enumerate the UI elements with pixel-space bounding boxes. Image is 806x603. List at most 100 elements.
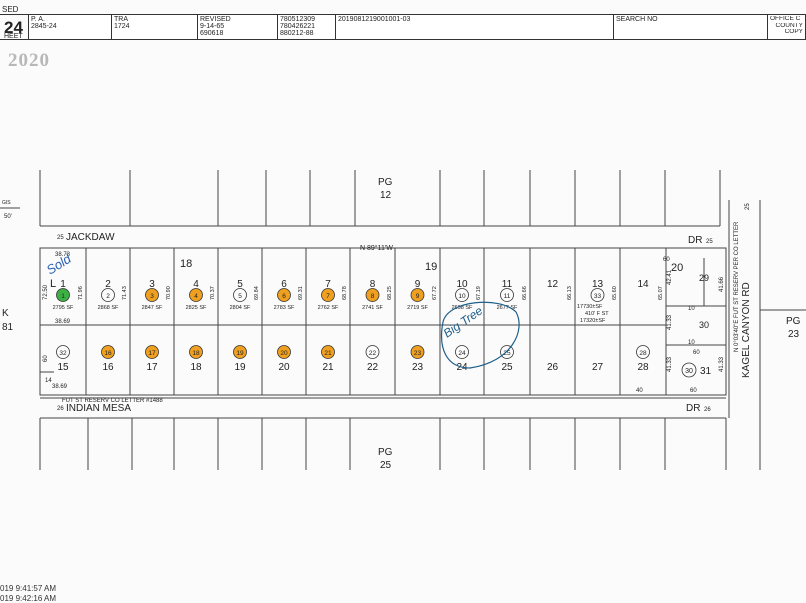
code-line-1: 780512309 [280, 16, 316, 23]
lot-circle-number: 24 [458, 350, 466, 357]
lot-depth: 70.90 [166, 286, 172, 300]
street-east-width: 25 [745, 203, 751, 210]
tra-value: 1724 [114, 23, 130, 30]
lot-circle [145, 345, 159, 359]
lot-circle [101, 345, 115, 359]
lot-circle [636, 345, 650, 359]
page-north-number: 12 [380, 190, 392, 201]
street-south-suffix: DR [686, 403, 700, 414]
map-linework [0, 170, 806, 470]
lot-area: 2847 SF [142, 305, 163, 311]
sheet-sub-label: HEET [4, 33, 23, 40]
lot-depth: 71.43 [122, 286, 128, 300]
lot-circle [590, 288, 605, 302]
big-tree-outline [441, 301, 520, 369]
dim-3869-bottom: 38.69 [52, 384, 68, 390]
lot-circle-number: 3 [150, 293, 154, 300]
east-dim-60b: 60 [693, 350, 700, 356]
fut-reserve-south: FUT ST RESERV CO LETTER #1488 [62, 398, 163, 404]
lot-number: 1 [60, 279, 66, 290]
lot-number: 6 [281, 279, 287, 290]
lot-circle [145, 288, 159, 302]
office-cell: OFFICE C COUNTY COPY [768, 14, 806, 40]
lot-number: 13 [592, 279, 604, 290]
lot-circle-number: 33 [594, 293, 602, 300]
lot-circle [56, 288, 70, 302]
east-dim-4133b: 41.33 [667, 356, 673, 372]
sheet-number: 24 [4, 18, 23, 37]
lot-number: 11 [502, 279, 513, 290]
lot-number: 5 [237, 279, 243, 290]
revised-line-2: 690618 [200, 30, 224, 37]
lot-number: 26 [547, 362, 559, 373]
lot-area: 2868 SF [98, 305, 119, 311]
lot-depth: 67.72 [432, 286, 438, 300]
lot-area: 2762 SF [318, 305, 339, 311]
dim-7250: 72.50 [43, 284, 49, 300]
lot-number: 3 [149, 279, 155, 290]
street-north-suffix-width: 25 [706, 239, 713, 245]
east-dim-40: 40 [636, 388, 643, 394]
block-label-29: 29 [699, 273, 709, 283]
lot-circle [365, 345, 380, 359]
lot-depth: 65.07 [658, 286, 664, 300]
lot-circle-number: 28 [639, 350, 647, 357]
lot-area: 2795 SF [53, 305, 74, 311]
block-label-19: 19 [425, 261, 437, 273]
lot-number: 16 [102, 362, 114, 373]
pa-value: 2845-24 [31, 23, 57, 30]
lot-number: 4 [193, 279, 199, 290]
street-north-suffix: DR [688, 235, 702, 246]
dim-3869-top: 38.69 [55, 319, 71, 325]
street-south-width-left: 26 [57, 406, 64, 412]
lot-number: 27 [592, 362, 604, 373]
lot-circle-number: 5 [238, 293, 242, 300]
code-line-2: 780426221 [280, 23, 316, 30]
timestamp-1: 019 9:41:57 AM [0, 584, 57, 593]
year-stamp: 2020 [8, 50, 50, 71]
left-width-label: 50' [4, 214, 12, 220]
lot-depth: 69.31 [298, 286, 304, 300]
lot-circle-number: 1 [61, 293, 65, 300]
lot-circle-number: 11 [504, 293, 511, 300]
office-line-1: OFFICE C [770, 16, 801, 22]
east-dim-4166: 41.66 [719, 276, 725, 292]
lot-depth: 65.60 [612, 286, 618, 300]
lot-circle-number: 4 [194, 293, 198, 300]
lot-circle-number: 21 [324, 350, 332, 357]
lot-number: 9 [415, 279, 421, 290]
office-line-3: COPY [784, 29, 803, 35]
lot-circle [410, 345, 425, 359]
frac-label-a: 17730±SF [577, 304, 603, 310]
lot-circle-number: 23 [414, 350, 422, 357]
lot-circle [277, 288, 291, 302]
dim-3873: 38.73 [55, 252, 71, 258]
frac-label-b: 410' F ST [585, 311, 609, 317]
lot-circle-number: 22 [369, 350, 377, 357]
street-south-name: INDIAN MESA [66, 403, 131, 414]
tra-label: TRA [114, 16, 128, 23]
left-gis-label: GIS [2, 200, 11, 206]
lot-depth: 66.66 [522, 286, 528, 300]
timestamp-2: 019 9:42:16 AM [0, 594, 57, 603]
lot-circle-number: 6 [282, 293, 286, 300]
east-bearing: N 0°03'40"E [734, 320, 740, 352]
revised-line-1: 9-14-65 [200, 23, 225, 30]
header-sed-label: SED [2, 5, 19, 14]
dim-14: 14 [45, 378, 52, 384]
left-letter: L [50, 278, 56, 290]
search-cell: SEARCH NO [614, 14, 768, 40]
lot-depth: 71.96 [78, 286, 84, 300]
lot-circle [189, 288, 203, 302]
lot-area: 2677 SF [497, 305, 518, 311]
lot-circle [277, 345, 291, 359]
lot-circle-number: 7 [326, 293, 330, 300]
lot-number: 21 [322, 362, 334, 373]
east-parcel-circle-number: 30 [685, 368, 693, 375]
block-label-20: 20 [671, 262, 683, 274]
lot-depth: 68.78 [342, 286, 348, 300]
revised-cell: REVISED 9-14-65 690618 [198, 14, 278, 40]
lot-number: 25 [501, 362, 513, 373]
lot-circle [455, 288, 469, 302]
